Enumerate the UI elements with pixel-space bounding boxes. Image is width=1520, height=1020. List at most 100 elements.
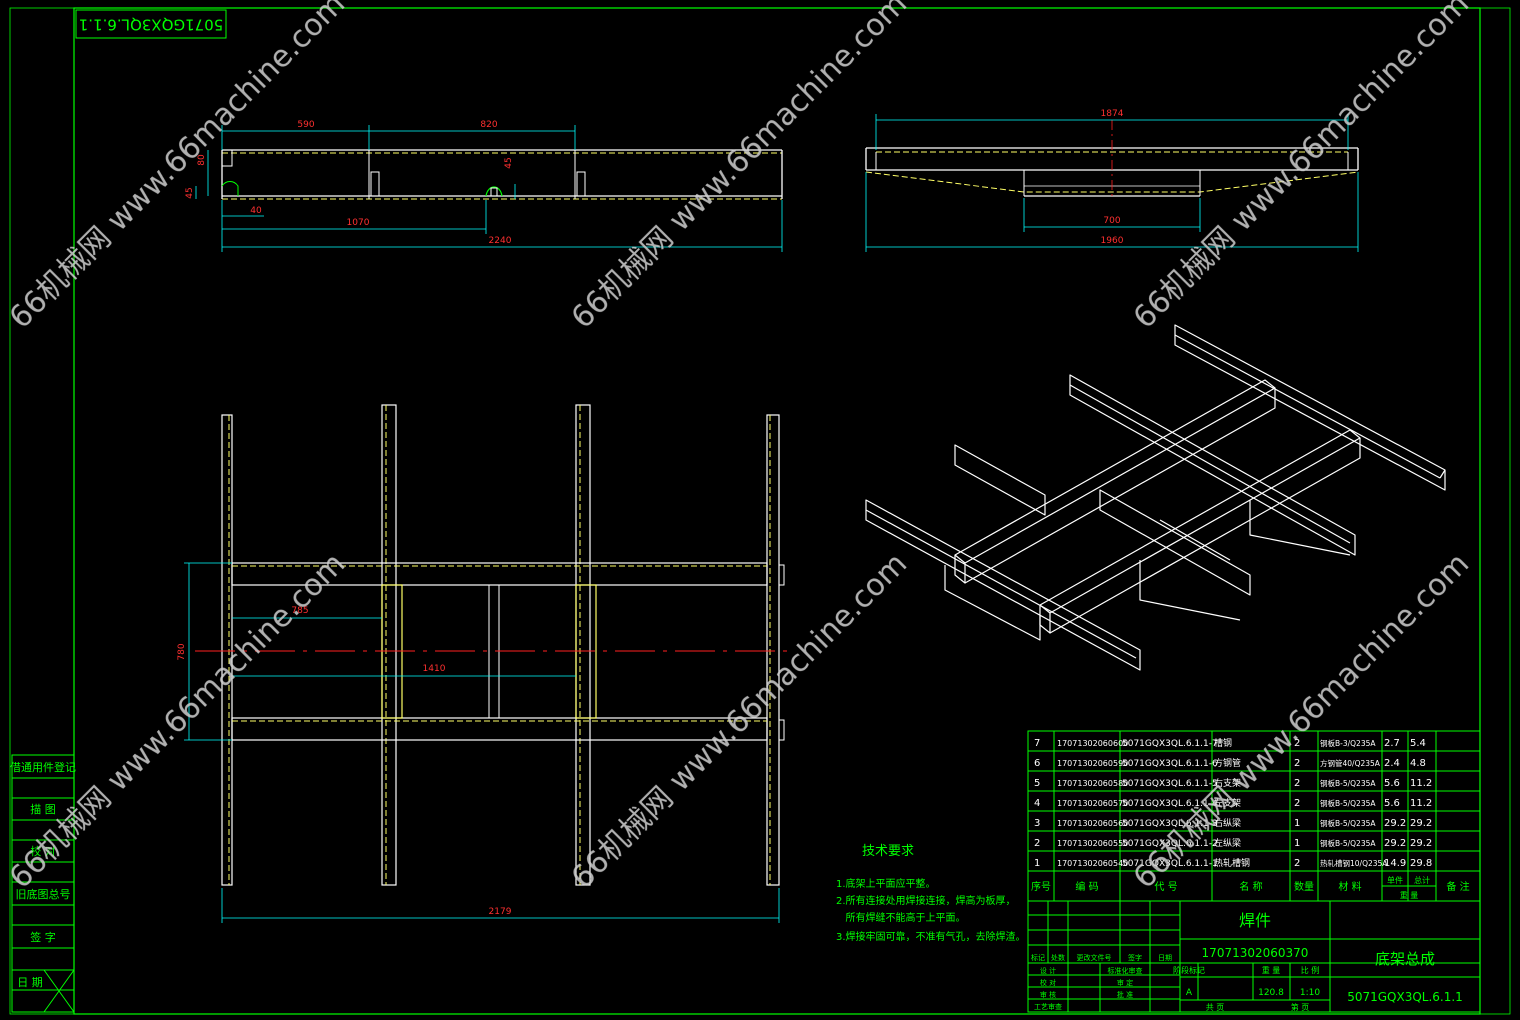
title-part-type: 焊件	[1239, 911, 1271, 930]
bom-cell-material: 方钢管40/Q235A	[1320, 758, 1381, 768]
title-scale-label: 比 例	[1301, 965, 1320, 975]
plan-view-dimensions	[184, 562, 780, 923]
bom-cell-total_w: 11.2	[1410, 798, 1432, 809]
strip-label-2: 校 对	[30, 844, 56, 858]
bom-cell-total_w: 11.2	[1410, 778, 1432, 789]
mark-label-2: 更改文件号	[1077, 953, 1112, 962]
dim-780: 780	[177, 643, 187, 660]
bom-cell-code: 17071302060550	[1057, 839, 1128, 848]
bom-cell-unit_w: 29.2	[1384, 818, 1406, 829]
top-code-box: 5071GQX3QL.6.1.1	[75, 9, 227, 39]
title-part-name: 底架总成	[1375, 950, 1435, 968]
dim-590: 590	[297, 120, 314, 130]
strip-label-0: 借通用件登记	[10, 760, 76, 774]
bom-header-weight: 重 量	[1400, 890, 1419, 900]
side-view	[221, 149, 783, 200]
left-strip: 借通用件登记 描 图 校 对 旧底图总号 签 字 日 期	[10, 754, 76, 1013]
bom-header-unit: 单件	[1387, 875, 1403, 885]
plan-view	[195, 404, 790, 886]
bom-cell-unit_w: 29.2	[1384, 838, 1406, 849]
dim-785: 785	[291, 606, 308, 616]
dim-820: 820	[480, 120, 497, 130]
mark-label-3: 签字	[1128, 953, 1142, 962]
bom-cell-total_w: 29.8	[1410, 858, 1432, 869]
end-view-dimensions	[865, 114, 1359, 252]
bom-cell-drawing: 5071GQX3QL.6.1.1-5	[1122, 779, 1218, 789]
dim-2240: 2240	[489, 236, 512, 246]
bom-cell-qty: 2	[1294, 778, 1300, 789]
bom-cell-total_w: 4.8	[1410, 758, 1426, 769]
title-weight-label: 重 量	[1262, 965, 1281, 975]
tech-requirements-title: 技术要求	[862, 844, 914, 859]
title-drawing-no: 5071GQX3QL.6.1.1	[1347, 990, 1463, 1004]
bom-cell-drawing: 5071GQX3QL.6.1.1-1	[1122, 859, 1218, 869]
title-sheets-total: 共 页	[1206, 1003, 1225, 1012]
bom-cell-unit_w: 5.6	[1384, 798, 1400, 809]
dim-1070: 1070	[347, 218, 370, 228]
bom-cell-qty: 1	[1294, 818, 1300, 829]
bom-cell-name: 方钢管	[1214, 757, 1241, 769]
bom-cell-material: 钢板B-5/Q235A	[1320, 818, 1376, 828]
bom-cell-name: 左支架	[1214, 797, 1241, 809]
sheet-border	[9, 7, 1511, 1015]
strip-label-3: 旧底图总号	[16, 887, 71, 901]
role-0: 设 计	[1040, 966, 1056, 975]
bom-cell-drawing: 5071GQX3QL.6.1.1-2	[1122, 839, 1218, 849]
bom-cell-code: 17071302060570	[1057, 799, 1128, 808]
bom-cell-name: 右支架	[1214, 777, 1241, 789]
bom-cell-drawing: 5071GQX3QL.6.1.1-7	[1122, 739, 1218, 749]
tech-line-2: 所有焊缝不能高于上平面。	[836, 911, 966, 924]
bom-cell-name: 左纵梁	[1214, 837, 1241, 849]
side-view-dimensions	[195, 125, 783, 252]
role2-1: 审 定	[1117, 978, 1133, 987]
bom-cell-unit_w: 2.7	[1384, 738, 1400, 749]
bom-cell-material: 钢板B-3/Q235A	[1320, 738, 1376, 748]
bom-cell-total_w: 5.4	[1410, 738, 1426, 749]
tech-line-1: 2.所有连接处用焊接连接，焊高为板厚，	[836, 894, 1016, 907]
title-stage-value: A	[1186, 988, 1193, 998]
bom-header-total: 总计	[1414, 875, 1430, 885]
bom-header-material: 材 料	[1338, 880, 1361, 893]
bom-cell-name: 热轧槽钢	[1214, 857, 1250, 869]
bom-header-name: 名 称	[1239, 880, 1262, 893]
dim-45-center: 45	[504, 157, 514, 168]
side-view-dim-labels: 590 820 80 45 45 40 1070 2240	[185, 120, 514, 246]
tech-line-3: 3.焊接牢固可靠，不准有气孔，去除焊渣。	[836, 930, 1026, 943]
title-stage-label: 阶段标记	[1173, 965, 1205, 975]
bom-cell-material: 热轧槽钢10/Q235A	[1320, 858, 1388, 868]
end-view-dim-labels: 1874 700 1960	[1101, 109, 1124, 246]
bom-cell-code: 17071302060540	[1057, 859, 1128, 868]
bom-cell-unit_w: 2.4	[1384, 758, 1400, 769]
role-2: 审 核	[1040, 990, 1056, 999]
bom-cell-total_w: 29.2	[1410, 838, 1432, 849]
dim-80: 80	[197, 154, 207, 166]
bom-cell-total_w: 29.2	[1410, 818, 1432, 829]
bom-cell-qty: 1	[1294, 838, 1300, 849]
bom-cell-qty: 2	[1294, 798, 1300, 809]
bom-header-code: 编 码	[1075, 880, 1098, 893]
end-view	[865, 120, 1359, 197]
top-code-text: 5071GQX3QL.6.1.1	[79, 16, 224, 34]
bom-cell-material: 钢板B-5/Q235A	[1320, 838, 1376, 848]
tech-requirements: 技术要求 1.底架上平面应平整。 2.所有连接处用焊接连接，焊高为板厚， 所有焊…	[836, 844, 1026, 943]
dim-45-left: 45	[185, 187, 195, 198]
bom-cell-drawing: 5071GQX3QL.6.1.1-4	[1122, 799, 1218, 809]
bom-cell-qty: 2	[1294, 758, 1300, 769]
plan-view-dim-labels: 785 1410 780 2179	[177, 606, 512, 917]
mark-label-4: 日期	[1158, 954, 1172, 962]
bom-cell-name: 槽钢	[1214, 737, 1232, 749]
bom-cell-code: 17071302060600	[1057, 739, 1128, 748]
title-block: 焊件 17071302060370 底架总成 5071GQX3QL.6.1.1 …	[1027, 900, 1481, 1013]
tech-line-0: 1.底架上平面应平整。	[836, 877, 936, 890]
bom-cell-code: 17071302060590	[1057, 759, 1128, 768]
bom-cell-drawing: 5071GQX3QL.6.1.1-3	[1122, 819, 1218, 829]
bom-cell-no: 5	[1034, 778, 1040, 789]
title-part-code: 17071302060370	[1202, 946, 1309, 960]
bom-cell-unit_w: 14.9	[1384, 858, 1406, 869]
dim-2179: 2179	[489, 907, 512, 917]
bom-cell-qty: 2	[1294, 738, 1300, 749]
title-scale-value: 1:10	[1300, 988, 1320, 998]
bom-header-drawing: 代 号	[1154, 881, 1177, 893]
